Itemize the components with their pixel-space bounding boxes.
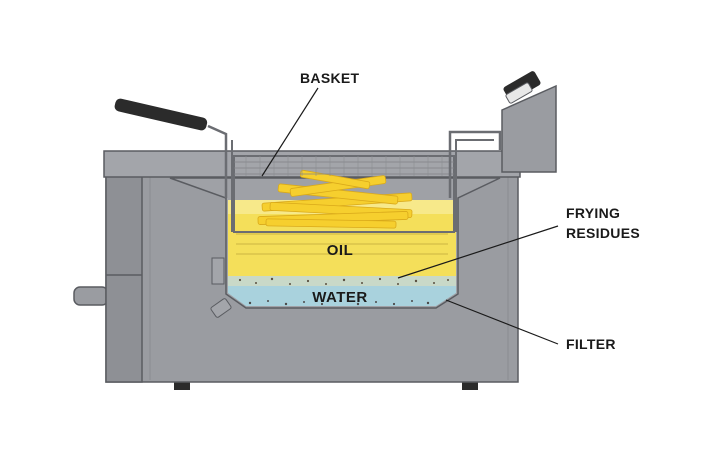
water-label: WATER [312,289,368,306]
filter-callout-line [445,299,559,345]
filter-label: FILTER [566,336,616,352]
drain-tap [73,286,109,306]
heating-element [236,233,448,255]
residue-band [228,276,456,286]
control-box [501,84,557,173]
frying-residues-label-line1: FRYING [566,205,620,221]
basket-label: BASKET [300,70,360,86]
water-layer [228,286,456,306]
fry-basket [207,124,502,233]
basket-handle [114,98,208,131]
frying-residues-label-line2: RESIDUES [566,225,640,241]
residue-particles [238,277,449,285]
filter-particles [248,300,430,306]
fryer-side-panel [105,169,143,383]
drain-valve [210,298,232,318]
fries-icon [257,169,413,229]
level-sensor [211,257,225,285]
basket-callout-line [261,87,319,177]
oil-label: OIL [327,242,354,259]
thermostat-knob-icon [503,71,541,104]
fryer-foot-left [174,380,190,390]
residues-callout-line [397,225,559,279]
fryer-foot-right [462,380,478,390]
